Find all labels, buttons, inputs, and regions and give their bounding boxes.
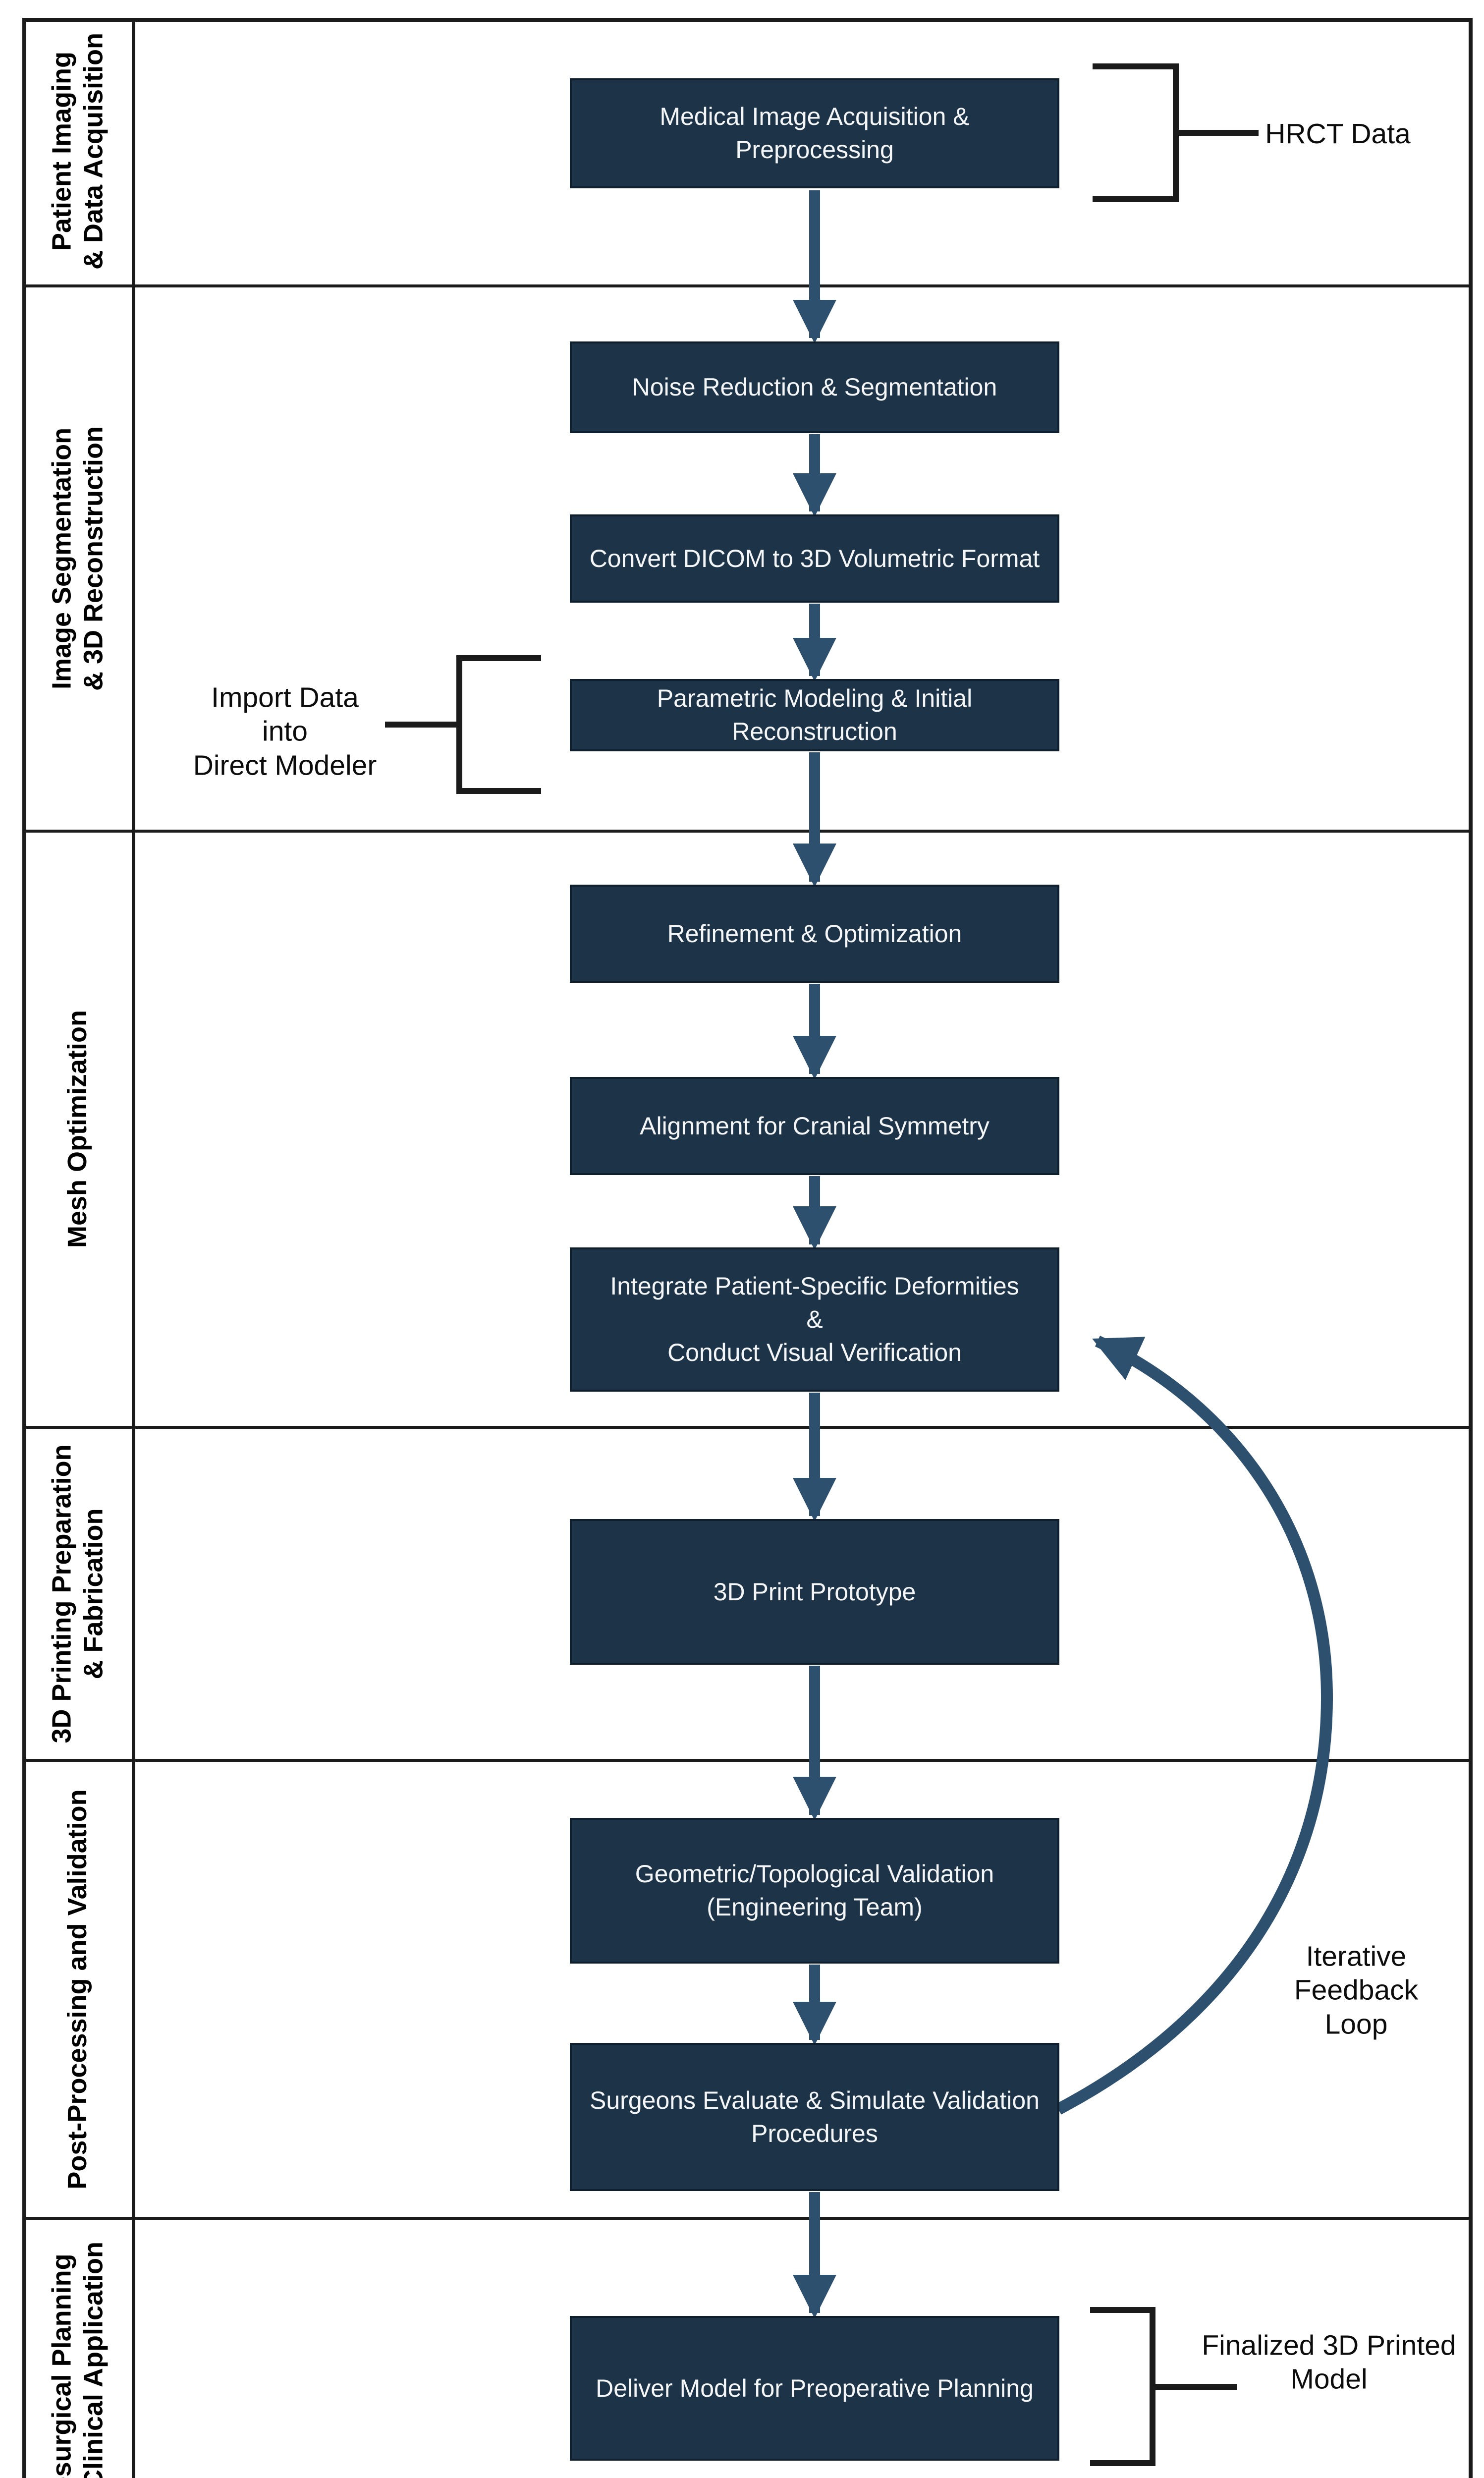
lane-label-patient-imaging: Patient Imaging & Data Acquisition xyxy=(47,32,108,270)
finalized-model-label: Finalized 3D Printed Model xyxy=(1202,2329,1456,2395)
lane-label-presurgical-planning: Presurgical Planning for Clinical Applic… xyxy=(47,2241,108,2478)
step-label: Parametric Modeling & Initial Reconstruc… xyxy=(657,684,973,745)
step-label: Medical Image Acquisition & Preprocessin… xyxy=(660,103,970,164)
step-label: Noise Reduction & Segmentation xyxy=(632,373,997,401)
iterative-feedback-label: Iterative Feedback Loop xyxy=(1294,1940,1419,2040)
step-label: Alignment for Cranial Symmetry xyxy=(640,1112,989,1140)
step-parametric-modeling: Parametric Modeling & Initial Reconstruc… xyxy=(570,679,1059,751)
step-label: Geometric/Topological Validation (Engine… xyxy=(635,1860,994,1921)
lane-label-3d-printing-prep: 3D Printing Preparation & Fabrication xyxy=(47,1444,108,1744)
step-label: Surgeons Evaluate & Simulate Validation … xyxy=(590,2086,1040,2147)
step-3d-print-prototype: 3D Print Prototype xyxy=(570,1519,1059,1665)
step-label: Integrate Patient-Specific Deformities &… xyxy=(610,1272,1019,1366)
lane-label-mesh-optimization: Mesh Optimization xyxy=(62,1010,93,1248)
diagram-outer-border xyxy=(22,18,1473,2478)
step-deliver-model: Deliver Model for Preoperative Planning xyxy=(570,2316,1059,2461)
step-refinement-optimization: Refinement & Optimization xyxy=(570,885,1059,983)
step-label: Convert DICOM to 3D Volumetric Format xyxy=(589,544,1040,572)
step-surgeons-evaluate: Surgeons Evaluate & Simulate Validation … xyxy=(570,2043,1059,2191)
step-label: Deliver Model for Preoperative Planning xyxy=(596,2374,1034,2402)
step-integrate-deformities: Integrate Patient-Specific Deformities &… xyxy=(570,1247,1059,1392)
row-separator-2 xyxy=(22,830,1473,833)
step-medical-image-acquisition: Medical Image Acquisition & Preprocessin… xyxy=(570,78,1059,188)
lane-label-image-segmentation: Image Segmentation & 3D Reconstruction xyxy=(47,426,108,691)
lane-divider-line xyxy=(132,18,135,2478)
hrct-data-label: HRCT Data xyxy=(1265,117,1411,150)
row-separator-3 xyxy=(22,1426,1473,1429)
step-noise-reduction: Noise Reduction & Segmentation xyxy=(570,341,1059,433)
step-alignment-cranial-symmetry: Alignment for Cranial Symmetry xyxy=(570,1077,1059,1175)
row-separator-5 xyxy=(22,2217,1473,2220)
step-geometric-validation: Geometric/Topological Validation (Engine… xyxy=(570,1818,1059,1964)
import-data-label: Import Data into Direct Modeler xyxy=(193,681,377,782)
row-separator-1 xyxy=(22,284,1473,287)
lane-label-post-processing: Post-Processing and Validation xyxy=(62,1789,93,2190)
step-label: 3D Print Prototype xyxy=(713,1577,916,1606)
step-label: Refinement & Optimization xyxy=(667,919,962,948)
row-separator-4 xyxy=(22,1759,1473,1762)
step-convert-dicom: Convert DICOM to 3D Volumetric Format xyxy=(570,514,1059,603)
